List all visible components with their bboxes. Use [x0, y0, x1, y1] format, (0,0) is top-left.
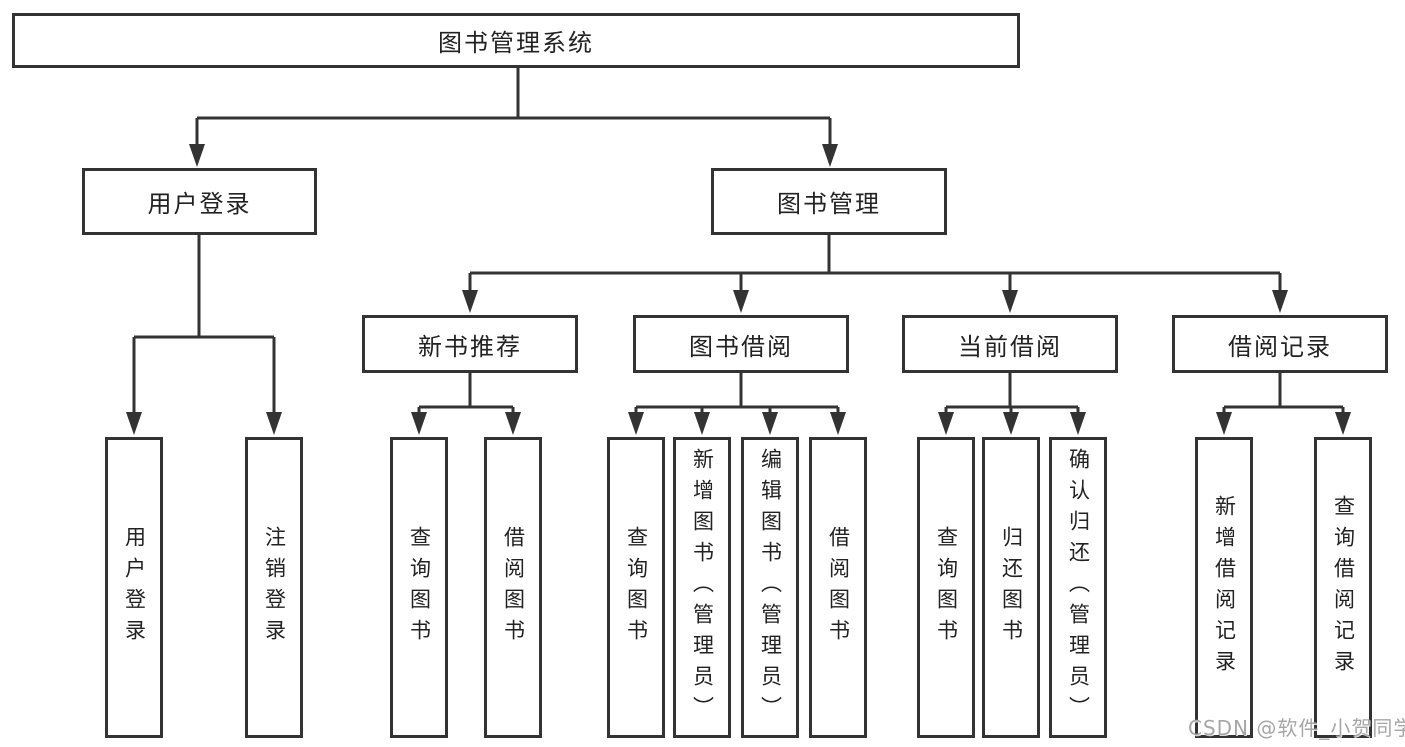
leaf-logout-label: 注销登录 [262, 525, 287, 650]
node-root-system: 图书管理系统 [12, 13, 1020, 68]
leaf-add-borrow-record: 新增借阅记录 [1195, 437, 1253, 738]
leaf-add-books-admin: 新增图书（管理员） [673, 437, 731, 738]
node-book-management-branch-label: 图书管理 [777, 190, 881, 218]
leaf-logout: 注销登录 [245, 437, 303, 738]
node-current-borrow-label: 当前借阅 [958, 332, 1062, 361]
leaf-query-borrow-record-label: 查询借阅记录 [1331, 494, 1356, 681]
node-user-login-branch: 用户登录 [82, 168, 317, 235]
leaf-user-login: 用户登录 [105, 437, 163, 738]
leaf-edit-books-admin-label: 编辑图书（管理员） [758, 448, 783, 727]
connector-user-branch [126, 235, 282, 435]
node-new-book-recommend-label: 新书推荐 [418, 332, 522, 361]
node-borrow-records: 借阅记录 [1172, 315, 1388, 373]
node-book-management-branch: 图书管理 [711, 168, 947, 235]
leaf-confirm-return-admin-label: 确认归还（管理员） [1066, 448, 1091, 727]
connector-root-to-level1 [189, 68, 838, 167]
connector-book-borrow-section [628, 373, 846, 435]
leaf-borrow-query-books-label: 查询图书 [624, 525, 649, 650]
node-current-borrow: 当前借阅 [902, 315, 1118, 373]
leaf-query-borrow-record: 查询借阅记录 [1314, 437, 1372, 738]
leaf-confirm-return-admin: 确认归还（管理员） [1049, 437, 1107, 738]
leaf-borrow-books: 借阅图书 [809, 437, 867, 738]
connector-current-borrow-section [938, 373, 1086, 435]
csdn-watermark: CSDN @软件_小贺同学 [1188, 716, 1405, 740]
node-user-login-branch-label: 用户登录 [147, 190, 252, 218]
leaf-user-login-label: 用户登录 [122, 525, 147, 650]
node-book-borrow-label: 图书借阅 [689, 332, 793, 361]
leaf-edit-books-admin: 编辑图书（管理员） [741, 437, 799, 738]
node-root-system-label: 图书管理系统 [438, 29, 594, 57]
leaf-recommend-query-books-label: 查询图书 [407, 525, 432, 650]
leaf-return-books: 归还图书 [982, 437, 1040, 738]
leaf-borrow-books-label: 借阅图书 [826, 525, 851, 650]
leaf-return-books-label: 归还图书 [999, 525, 1024, 650]
node-new-book-recommend: 新书推荐 [362, 315, 578, 373]
leaf-current-query-books-label: 查询图书 [934, 525, 959, 650]
node-book-borrow: 图书借阅 [633, 315, 849, 373]
leaf-current-query-books: 查询图书 [917, 437, 975, 738]
leaf-recommend-borrow-books: 借阅图书 [484, 437, 542, 738]
connector-new-book-section [411, 373, 521, 435]
connector-book-branch [462, 235, 1288, 313]
leaf-add-borrow-record-label: 新增借阅记录 [1212, 494, 1237, 681]
connector-borrow-record-section [1216, 373, 1351, 435]
leaf-recommend-query-books: 查询图书 [390, 437, 448, 738]
leaf-borrow-query-books: 查询图书 [607, 437, 665, 738]
leaf-add-books-admin-label: 新增图书（管理员） [690, 448, 715, 727]
node-borrow-records-label: 借阅记录 [1228, 332, 1332, 361]
leaf-recommend-borrow-books-label: 借阅图书 [501, 525, 526, 650]
